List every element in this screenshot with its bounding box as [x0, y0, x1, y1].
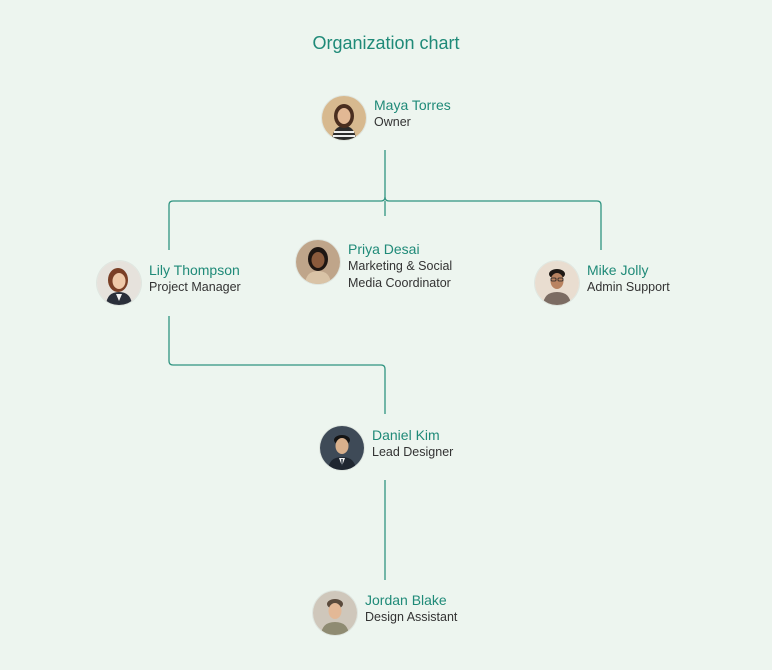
person-role: Owner [374, 115, 411, 129]
node-maya-torres[interactable]: Maya Torres Owner [322, 96, 451, 140]
person-name: Mike Jolly [587, 262, 649, 278]
person-role-line-2: Media Coordinator [348, 276, 451, 290]
avatar-maya-torres [322, 96, 366, 140]
connector-owner-to-reports [168, 150, 386, 250]
avatar-mike-jolly [535, 261, 579, 305]
person-role: Design Assistant [365, 610, 458, 624]
avatar-daniel-kim [320, 426, 364, 470]
node-priya-desai[interactable]: Priya Desai Marketing & Social Media Coo… [296, 240, 452, 292]
person-name: Jordan Blake [365, 592, 447, 608]
connector-owner-to-mike [384, 196, 602, 250]
person-name: Lily Thompson [149, 262, 240, 278]
avatar-jordan-blake [313, 591, 357, 635]
person-role: Project Manager [149, 280, 241, 294]
node-mike-jolly[interactable]: Mike Jolly Admin Support [535, 261, 670, 305]
person-role: Lead Designer [372, 445, 454, 459]
node-daniel-kim[interactable]: Daniel Kim Lead Designer [320, 426, 453, 470]
person-name: Maya Torres [374, 97, 451, 113]
person-role: Marketing & Social Media Coordinator [348, 258, 452, 292]
person-role: Admin Support [587, 280, 670, 294]
avatar-lily-thompson [97, 261, 141, 305]
person-name: Priya Desai [348, 241, 420, 257]
node-jordan-blake[interactable]: Jordan Blake Design Assistant [313, 591, 457, 635]
chart-title: Organization chart [312, 33, 460, 53]
person-name: Daniel Kim [372, 427, 440, 443]
avatar-priya-desai [296, 240, 340, 284]
connector-lily-to-daniel [168, 316, 386, 414]
node-lily-thompson[interactable]: Lily Thompson Project Manager [97, 261, 241, 305]
person-role-line-1: Marketing & Social [348, 259, 453, 273]
